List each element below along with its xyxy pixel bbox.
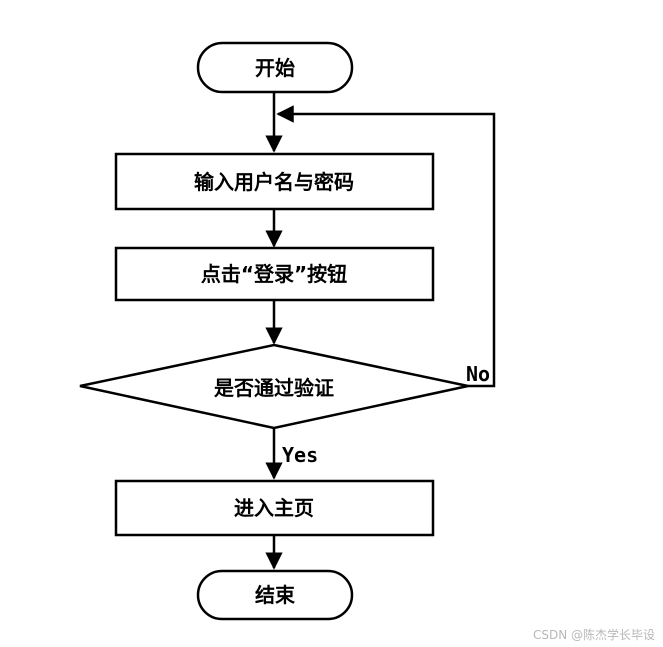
verify-decision	[79, 343, 469, 430]
edge-label-no: No	[466, 362, 490, 386]
end-terminal	[196, 569, 354, 621]
input-credentials-label: 输入用户名与密码	[194, 170, 354, 194]
click-login-process	[114, 246, 435, 302]
end-label: 结束	[255, 583, 296, 607]
start-label: 开始	[255, 56, 295, 80]
start-terminal	[196, 41, 354, 94]
input-credentials-process	[114, 152, 435, 211]
verify-decision-label: 是否通过验证	[213, 376, 334, 400]
edge-label-yes: Yes	[282, 443, 318, 467]
connector-verify-no-loop	[276, 105, 496, 388]
homepage-process	[114, 479, 435, 537]
watermark-text: CSDN @陈杰学长毕设	[532, 628, 655, 642]
click-login-label: 点击“登录”按钮	[201, 262, 347, 286]
homepage-label: 进入主页	[234, 496, 314, 520]
